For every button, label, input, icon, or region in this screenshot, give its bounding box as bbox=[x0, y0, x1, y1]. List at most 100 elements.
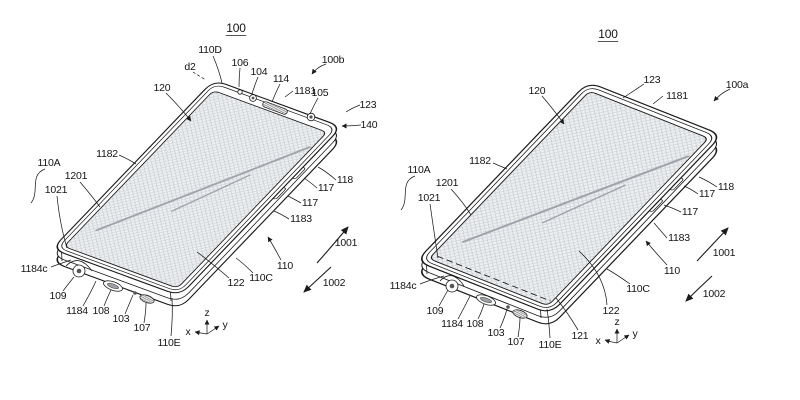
leader-line-1181 bbox=[652, 95, 664, 105]
leader-line-110C bbox=[235, 257, 254, 274]
ref-label-1184: 1184 bbox=[66, 305, 88, 317]
leader-line-1184 bbox=[457, 295, 471, 320]
phone-right-frame-inner-line bbox=[426, 88, 713, 308]
ref-label-d2: d2 bbox=[184, 61, 196, 73]
ref-label-110C: 110C bbox=[626, 283, 650, 295]
leader-line-120 bbox=[541, 95, 565, 125]
ref-label-1184c: 1184c bbox=[390, 280, 417, 292]
ref-label-1184: 1184 bbox=[441, 318, 463, 330]
bottom-port-connector-inner bbox=[480, 296, 492, 304]
ref-label-z: z bbox=[204, 307, 209, 319]
leader-line-117 bbox=[663, 204, 682, 213]
ref-label-108: 108 bbox=[93, 305, 110, 317]
leader-line-1184 bbox=[82, 280, 97, 307]
leader-line-117 bbox=[683, 185, 699, 195]
phone-right bbox=[421, 84, 718, 325]
leader-line-107 bbox=[143, 302, 147, 324]
phone-right-display bbox=[430, 92, 707, 305]
ref-label-118: 118 bbox=[718, 181, 734, 193]
bottom-corner-bracket bbox=[439, 275, 465, 287]
front-sensor-icon bbox=[237, 89, 243, 95]
ref-label-110: 110 bbox=[664, 265, 680, 277]
phone-left-frame-inner-line bbox=[61, 85, 333, 291]
ref-label-123: 123 bbox=[644, 74, 661, 86]
leader-line-117 bbox=[287, 195, 302, 204]
ref-label-104: 104 bbox=[251, 66, 268, 78]
leader-line-1184c bbox=[419, 275, 445, 285]
ref-label-1183: 1183 bbox=[668, 232, 690, 244]
ref-label-100b: 100b bbox=[322, 54, 345, 66]
leader-line-108 bbox=[477, 303, 485, 320]
ref-label-110: 110 bbox=[277, 260, 293, 272]
leader-line-1001 bbox=[696, 227, 729, 262]
ref-label-x: x bbox=[595, 335, 601, 347]
leader-line-118 bbox=[317, 166, 337, 181]
front-sensor2-lens-icon bbox=[309, 115, 313, 119]
screen-glare-line bbox=[171, 174, 251, 212]
leader-line-y bbox=[206, 325, 220, 335]
ref-label-1201: 1201 bbox=[436, 177, 459, 189]
ref-label-108: 108 bbox=[467, 318, 484, 330]
leader-line-1021 bbox=[56, 195, 68, 249]
bottom-port-jack-hole bbox=[449, 283, 455, 289]
leader-line-y bbox=[616, 334, 630, 344]
screen-glare-line bbox=[541, 184, 626, 224]
leader-line-122 bbox=[196, 251, 230, 279]
leader-line-110A bbox=[400, 175, 416, 211]
ref-label-117: 117 bbox=[302, 197, 318, 209]
ref-label-1001: 1001 bbox=[713, 247, 736, 259]
ref-label-100a: 100a bbox=[726, 79, 749, 91]
ref-label-1183: 1183 bbox=[290, 213, 312, 225]
ref-label-1201: 1201 bbox=[65, 170, 88, 182]
leader-line-1183 bbox=[653, 222, 668, 239]
leader-line-103 bbox=[124, 294, 134, 315]
leader-line-123 bbox=[345, 104, 361, 113]
leader-line-110E bbox=[170, 297, 173, 337]
leader-line-105 bbox=[309, 97, 319, 115]
leader-line-122 bbox=[578, 250, 608, 306]
leader-line-d2 bbox=[192, 71, 207, 81]
screen-glare-line bbox=[95, 146, 311, 232]
ref-label-1002: 1002 bbox=[703, 288, 726, 300]
ref-label-118: 118 bbox=[337, 174, 353, 186]
ref-label-x: x bbox=[185, 326, 191, 338]
ref-label-123: 123 bbox=[360, 99, 377, 111]
front-camera-lens-icon bbox=[251, 96, 255, 100]
ref-label-105: 105 bbox=[312, 87, 329, 99]
ref-label-107: 107 bbox=[134, 322, 151, 334]
ref-label-120: 120 bbox=[154, 82, 171, 94]
bottom-microphone-hole bbox=[506, 305, 510, 309]
earpiece-speaker-grille bbox=[262, 101, 288, 115]
bottom-port-connector-inner bbox=[107, 282, 119, 290]
bottom-face-ticks bbox=[426, 264, 542, 319]
leader-line-114 bbox=[271, 83, 281, 103]
ref-label-117: 117 bbox=[682, 206, 698, 218]
leader-line-1201 bbox=[450, 188, 472, 216]
ref-label-100: 100 bbox=[598, 27, 618, 41]
leader-line-110C bbox=[606, 268, 631, 285]
ref-label-y: y bbox=[632, 328, 638, 340]
ref-label-122: 122 bbox=[228, 277, 245, 289]
leader-line-110 bbox=[645, 240, 668, 266]
leader-line-107 bbox=[517, 316, 521, 338]
leader-line-108 bbox=[103, 289, 112, 307]
leader-line-100b bbox=[311, 63, 327, 75]
leader-line-118 bbox=[698, 176, 718, 188]
ref-label-1182: 1182 bbox=[469, 155, 491, 167]
ref-label-109: 109 bbox=[50, 290, 67, 302]
ref-label-1001: 1001 bbox=[335, 237, 358, 249]
leader-line-110 bbox=[267, 236, 282, 261]
ref-label-114: 114 bbox=[273, 73, 289, 85]
ref-label-1021: 1021 bbox=[418, 192, 441, 204]
ref-label-122: 122 bbox=[603, 305, 620, 317]
leader-line-1182 bbox=[118, 154, 137, 165]
ref-label-z: z bbox=[614, 316, 619, 328]
screen-glare-line bbox=[461, 155, 690, 243]
leader-line-1002 bbox=[303, 266, 332, 293]
ref-label-110E: 110E bbox=[158, 337, 181, 349]
leader-line-x bbox=[194, 330, 208, 336]
bottom-microphone-hole bbox=[133, 291, 137, 295]
leader-line-110D bbox=[212, 55, 223, 84]
